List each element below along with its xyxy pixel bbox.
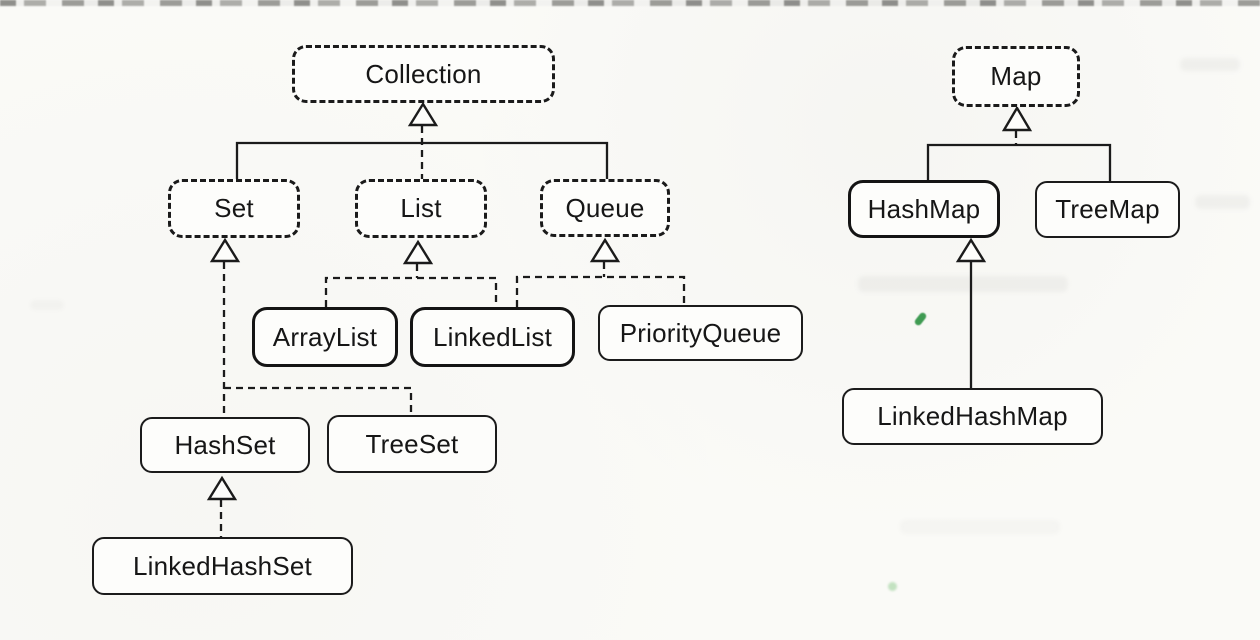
node-hashset-class: HashSet (140, 417, 310, 473)
scan-smudge (1180, 58, 1240, 71)
connector-hashmap-treemap-map (926, 143, 1112, 181)
connector-linkedlist-priorityqueue-queue (515, 275, 686, 307)
node-label: Set (214, 193, 254, 223)
node-label: ArrayList (272, 321, 378, 352)
connector-treeset-set (224, 386, 413, 415)
node-label: LinkedList (432, 321, 553, 352)
inheritance-arrow-collection (407, 101, 439, 127)
node-label: LinkedHashSet (133, 550, 312, 581)
scan-artifact-green-dot (888, 582, 897, 591)
node-hashmap-class: HashMap (848, 180, 1000, 238)
inheritance-arrow-list (402, 239, 434, 265)
node-label: TreeMap (1055, 194, 1160, 224)
inheritance-arrow-queue (589, 237, 621, 263)
node-treemap-class: TreeMap (1035, 181, 1180, 238)
node-label: HashSet (174, 429, 276, 460)
node-priorityqueue-class: PriorityQueue (598, 305, 803, 361)
connector-set-queue-collection (235, 141, 609, 179)
scan-smudge (900, 520, 1060, 534)
node-label: HashMap (867, 193, 981, 224)
scan-smudge (1195, 195, 1250, 209)
node-set-interface: Set (168, 179, 300, 238)
node-treeset-class: TreeSet (327, 415, 497, 473)
node-label: PriorityQueue (619, 317, 782, 348)
node-arraylist-class: ArrayList (252, 307, 398, 367)
inheritance-arrow-hashset (206, 475, 238, 501)
connector-arraylist-linkedlist-list (324, 276, 498, 307)
node-linkedlist-class: LinkedList (410, 307, 575, 367)
inheritance-arrow-set (209, 237, 241, 263)
scan-smudge (30, 300, 64, 310)
scan-artifact-top-strip (0, 0, 1260, 6)
node-label: Queue (565, 192, 645, 223)
node-linkedhashmap-class: LinkedHashMap (842, 388, 1103, 445)
node-label: TreeSet (365, 428, 459, 459)
node-label: Collection (365, 58, 482, 89)
node-label: Map (990, 61, 1042, 91)
node-linkedhashset-class: LinkedHashSet (92, 537, 353, 595)
inheritance-arrow-map (1001, 105, 1033, 132)
node-map-interface: Map (952, 46, 1080, 107)
scan-smudge (858, 276, 1068, 292)
node-collection-interface: Collection (292, 45, 555, 103)
node-label: List (400, 193, 442, 223)
node-list-interface: List (355, 179, 487, 238)
node-queue-interface: Queue (540, 179, 670, 237)
node-label: LinkedHashMap (877, 401, 1068, 431)
inheritance-arrow-hashmap (955, 237, 987, 263)
